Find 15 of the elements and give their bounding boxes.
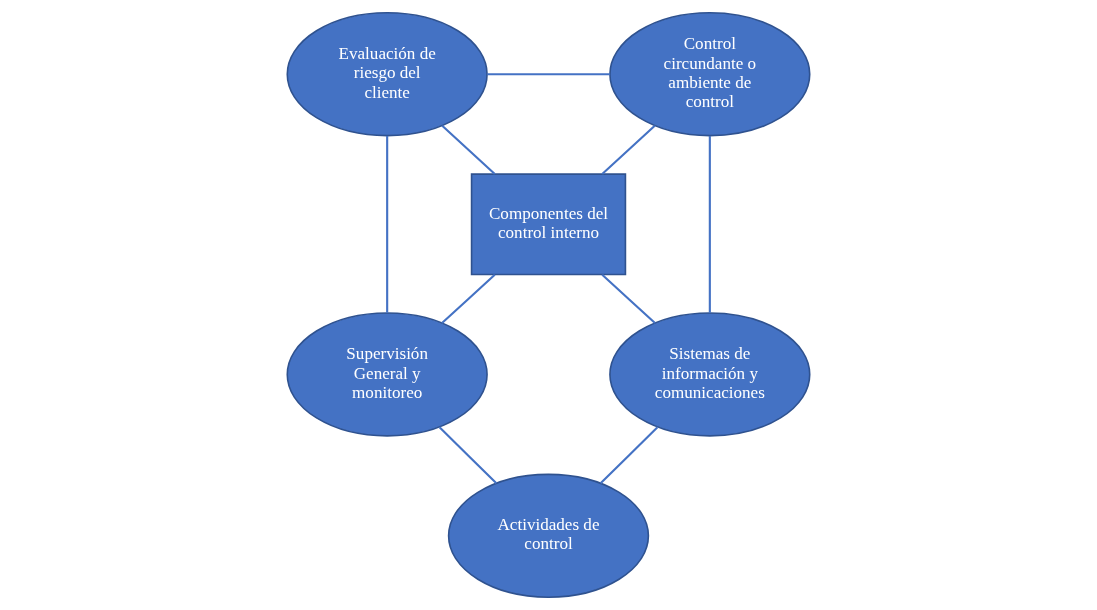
- connector: [386, 136, 389, 313]
- connector: [441, 273, 496, 324]
- node-ellipse: Control circundante o ambiente de control: [609, 12, 811, 137]
- connector: [438, 426, 498, 485]
- connector: [441, 125, 496, 175]
- connector: [708, 136, 711, 313]
- node-ellipse: Evaluación de riesgo del cliente: [286, 12, 488, 137]
- node-ellipse: Actividades de control: [447, 473, 650, 598]
- connector: [487, 73, 610, 76]
- connector: [601, 273, 656, 324]
- node-box: Componentes del control interno: [470, 173, 627, 276]
- node-ellipse: Sistemas de información y comunicaciones: [609, 312, 811, 437]
- connector: [601, 125, 656, 175]
- node-ellipse: Supervisión General y monitoreo: [286, 312, 488, 437]
- connector: [599, 426, 659, 485]
